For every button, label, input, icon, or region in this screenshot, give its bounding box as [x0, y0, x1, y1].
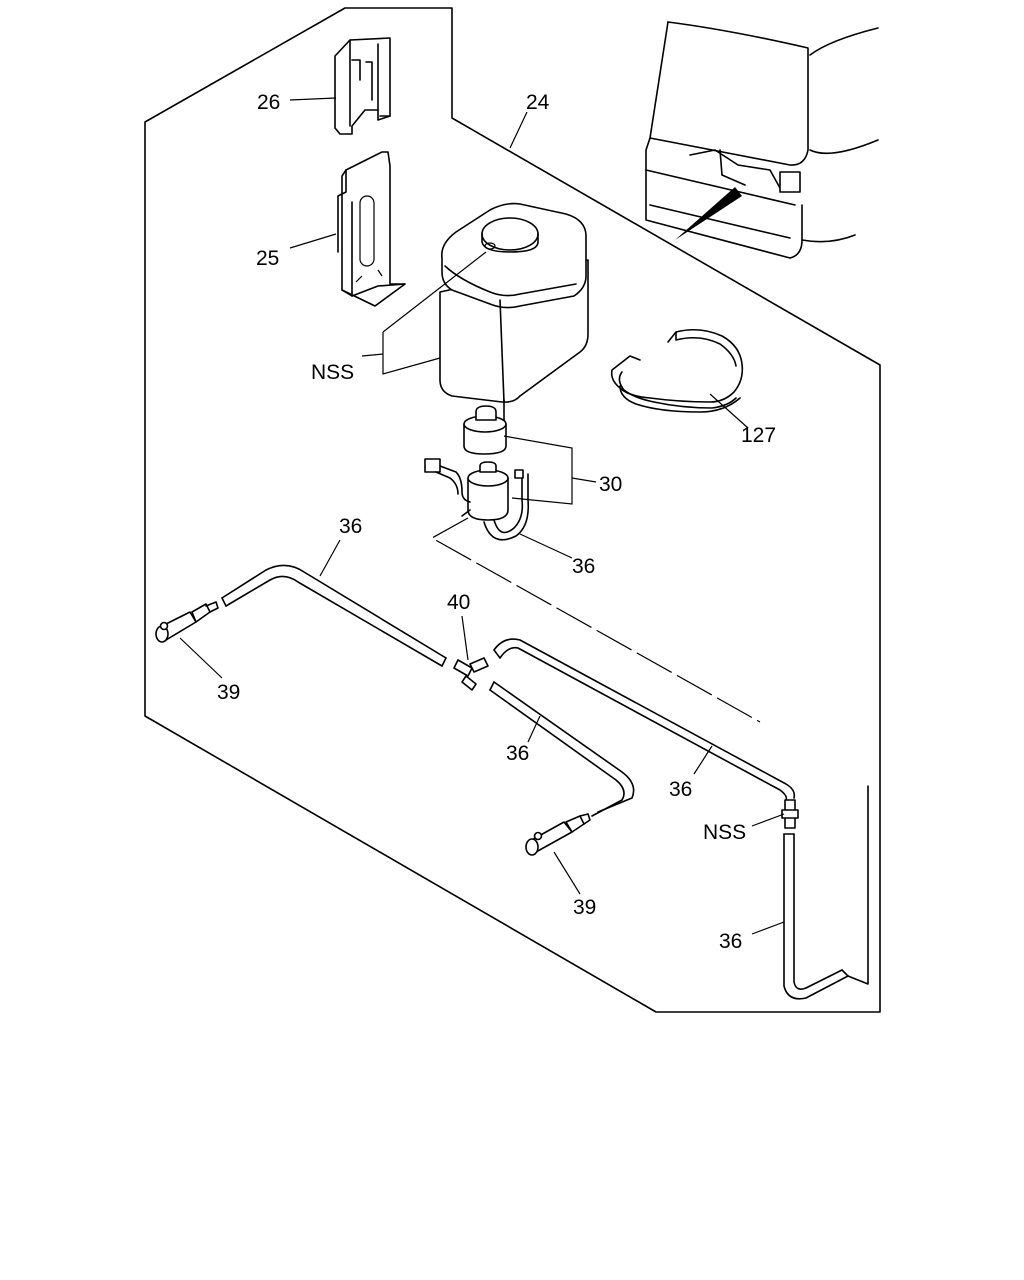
leader-nss-tank-b	[382, 332, 441, 375]
routing-line	[430, 517, 761, 723]
callout-24: 24	[526, 91, 550, 114]
washer-tank	[439, 202, 589, 403]
strap-127	[610, 328, 744, 413]
t-joint-40	[453, 657, 489, 691]
leader-nss-tank-c	[361, 353, 384, 357]
joint-nss	[781, 799, 799, 829]
callout-127: 127	[741, 424, 776, 447]
leader-40	[461, 615, 469, 661]
callout-nss-joint: NSS	[703, 821, 746, 844]
callout-30: 30	[599, 473, 622, 496]
leader-25	[289, 233, 337, 249]
callout-36-bottom: 36	[719, 930, 742, 953]
bracket-26	[334, 37, 391, 135]
leader-26	[289, 97, 337, 101]
callout-39-left: 39	[217, 681, 240, 704]
nozzle-39-left	[155, 601, 219, 643]
leader-nss-joint	[751, 813, 785, 827]
assembly-boundary	[144, 7, 881, 1013]
hose-36-bottom	[783, 833, 849, 1000]
leader-36-pump	[519, 533, 573, 559]
callout-39-right: 39	[573, 896, 596, 919]
hose-36-right	[493, 638, 796, 801]
callout-25: 25	[256, 247, 279, 270]
bracket-25	[337, 151, 406, 307]
callout-36-pump: 36	[572, 555, 595, 578]
leader-36-mid	[527, 715, 541, 743]
leader-24	[509, 111, 528, 149]
pump-30	[424, 399, 530, 541]
callout-40: 40	[447, 591, 470, 614]
leader-36-bottom	[751, 921, 785, 935]
leader-36-right	[693, 745, 713, 775]
leader-39-left	[179, 637, 223, 679]
callout-nss-tank: NSS	[311, 361, 354, 384]
boundary-inner-right	[847, 785, 869, 985]
hose-36-mid	[489, 681, 635, 817]
callout-26: 26	[257, 91, 280, 114]
callout-36-mid: 36	[506, 742, 529, 765]
callout-36-left-hose: 36	[339, 515, 362, 538]
callout-36-right: 36	[669, 778, 692, 801]
hose-36-left	[221, 564, 447, 667]
leader-127	[709, 393, 749, 429]
vehicle-front-view	[645, 21, 879, 259]
leader-nss-tank-a	[382, 251, 487, 333]
leader-30-tail	[571, 477, 597, 483]
leader-36-left-hose	[319, 539, 341, 577]
leader-30	[503, 435, 573, 505]
nozzle-39-right	[525, 813, 591, 856]
leader-39-right	[553, 851, 581, 895]
